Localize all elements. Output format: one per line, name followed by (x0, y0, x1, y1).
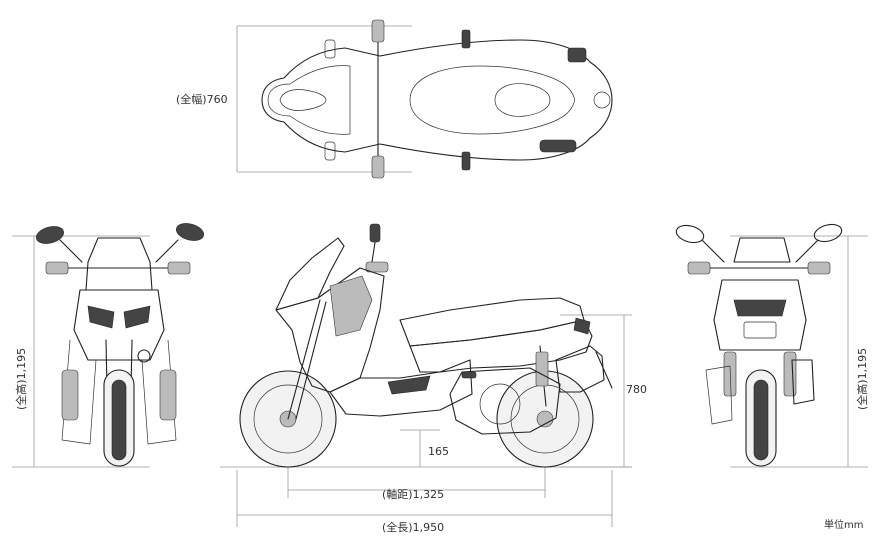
side-seat (399, 297, 585, 347)
side-footpeg (461, 371, 477, 379)
side-handlebar (365, 261, 389, 273)
top-seat-inner (494, 83, 551, 117)
top-grip-right (371, 155, 385, 179)
side-cvt-cover (479, 383, 521, 425)
front-horn (137, 349, 151, 363)
front-mirror-stalk-left (59, 239, 83, 263)
side-front-rim (253, 384, 323, 454)
front-side-bag-left (61, 369, 79, 421)
rear-mirror-right (813, 223, 843, 243)
side-rear-shock-spring (535, 351, 549, 387)
rear-exhaust (791, 359, 815, 405)
side-view: 780 165 (軸距)1,325 (全長)1,950 (220, 223, 647, 534)
side-windscreen (275, 237, 345, 311)
side-front-panel (329, 275, 373, 337)
front-grip-right (167, 261, 191, 275)
top-rear-hub (593, 91, 611, 109)
rear-mirror-stalk-left (701, 239, 725, 263)
front-side-bag-right (159, 369, 177, 421)
side-taillight (573, 317, 591, 335)
front-view: (全高)1,195 (12, 223, 204, 468)
top-seat (409, 65, 575, 135)
front-mirror-left (36, 226, 64, 244)
rear-grip-right (807, 261, 831, 275)
side-rear-body (409, 319, 593, 373)
side-front-fork (287, 299, 321, 420)
rear-view: (全高)1,195 (675, 223, 869, 468)
top-mirror-left (324, 39, 336, 59)
ground-clearance-label: 165 (428, 445, 449, 458)
rear-shock-right (783, 351, 797, 397)
side-front-body (275, 267, 385, 393)
wheelbase-label: (軸距)1,325 (382, 487, 444, 501)
rear-engine-block (705, 365, 733, 425)
top-windscreen (279, 89, 327, 111)
side-rear-hub (536, 410, 554, 428)
side-rear-grab (595, 351, 613, 389)
rear-license-plate (743, 321, 777, 339)
side-mirror (369, 223, 381, 243)
top-body-outline (261, 39, 613, 161)
rear-mirror-stalk-right (795, 239, 819, 263)
top-front-fairing (267, 65, 351, 135)
side-engine (449, 367, 561, 435)
rear-tire-tread (753, 379, 769, 461)
top-footpeg-left (461, 29, 471, 49)
front-fairing (73, 289, 165, 361)
top-footpeg-right (461, 151, 471, 171)
front-overall-height-label: (全高)1,195 (14, 348, 28, 410)
front-mirror-right (176, 223, 204, 241)
rear-taillight (733, 299, 787, 317)
side-floor-vent (387, 375, 431, 395)
front-headlight-right (123, 305, 151, 329)
overall-length-label: (全長)1,950 (382, 520, 444, 534)
front-mirror-stalk-right (155, 239, 179, 263)
top-exhaust (539, 139, 577, 153)
top-mirror-right (324, 141, 336, 161)
rear-body (713, 279, 807, 351)
top-taillight (567, 47, 587, 63)
top-view: (全幅)760 (176, 19, 613, 179)
top-grip-left (371, 19, 385, 43)
unit-label: 単位mm (824, 518, 863, 531)
side-exhaust (555, 345, 605, 393)
front-grip-left (45, 261, 69, 275)
overall-width-label: (全幅)760 (176, 92, 228, 106)
rear-mirror-left (675, 224, 705, 244)
side-front-fork-2 (295, 301, 327, 420)
front-windscreen (85, 237, 153, 291)
rear-overall-height-label: (全高)1,195 (855, 348, 869, 410)
front-headlight-left (87, 305, 115, 329)
rear-windscreen (733, 237, 791, 263)
front-tire-tread (111, 379, 127, 461)
rear-grip-left (687, 261, 711, 275)
seat-height-label: 780 (626, 383, 647, 396)
